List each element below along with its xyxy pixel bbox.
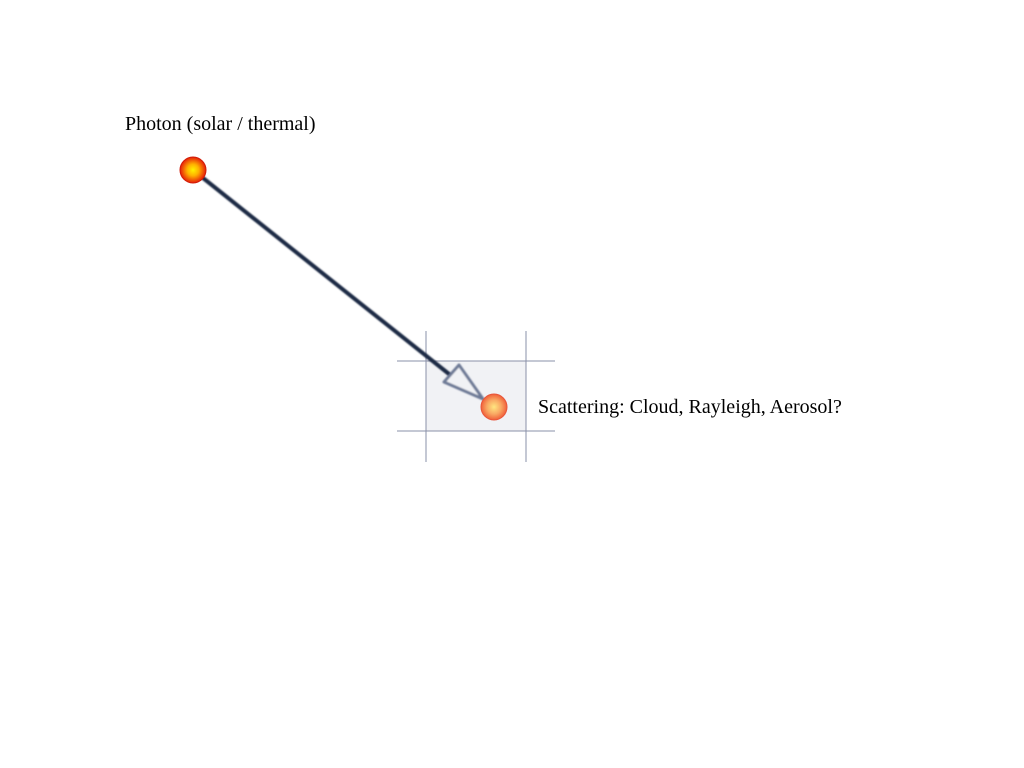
photon-path-line [191,168,456,380]
scattering-event-dot [480,393,508,421]
scattering-label: Scattering: Cloud, Rayleigh, Aerosol? [538,396,842,418]
photon-label: Photon (solar / thermal) [125,113,316,135]
photon-path-arrowhead [442,363,485,401]
photon-source-dot [179,156,207,184]
